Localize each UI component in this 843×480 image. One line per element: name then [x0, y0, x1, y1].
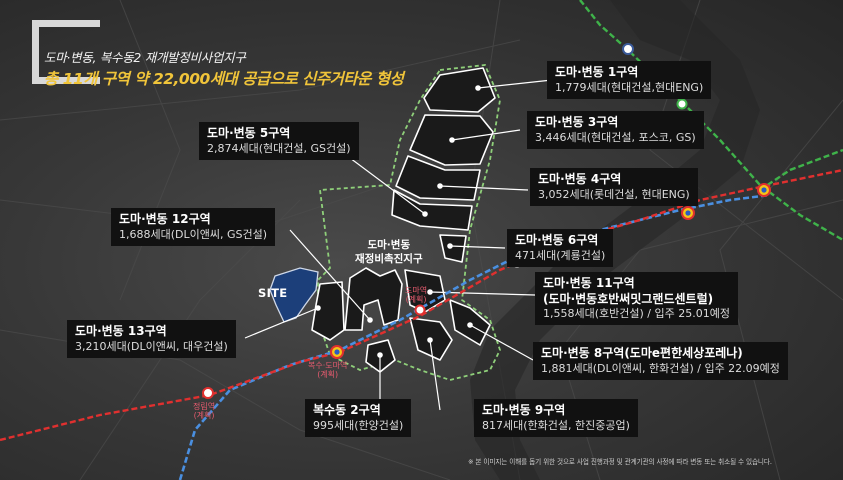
disclaimer: ※ 본 이미지는 이해를 돕기 위한 것으로 사업 진행과정 및 관계기관의 사…	[468, 458, 772, 466]
station-name: 복수·도마역	[308, 361, 348, 370]
station-label-bokdo: 복수·도마역 (계획)	[308, 361, 348, 380]
header-subtitle: 도마·변동, 복수동2 재개발정비사업지구	[44, 50, 246, 65]
district-box-8: 도마·변동 8구역(도마e편한세상포레나) 1,881세대(DL이앤씨, 한화건…	[533, 342, 788, 380]
district-detail: 1,779세대(현대건설,현대ENG)	[555, 80, 704, 94]
district-detail: 2,874세대(현대건설, GS건설)	[207, 141, 351, 155]
district-name: 도마·변동 6구역	[515, 233, 599, 247]
station-label-jeongnim: 정림역 (계획)	[193, 402, 216, 421]
district-box-6: 도마·변동 6구역 471세대(계룡건설)	[507, 229, 614, 267]
line-green-branch	[759, 148, 843, 191]
district-detail: 3,210세대(DL이앤씨, 대우건설)	[75, 339, 228, 353]
site-label: SITE	[258, 286, 288, 300]
site-area	[269, 267, 319, 323]
district-detail: 1,688세대(DL이앤씨, GS건설)	[119, 227, 268, 241]
district-shape-13	[311, 281, 345, 341]
district-detail: 1,881세대(DL이앤씨, 한화건설) / 입주 22.09예정	[541, 361, 780, 375]
station-markers	[202, 43, 771, 399]
station-marker-doma	[414, 304, 426, 316]
district-detail: 471세대(계룡건설)	[515, 248, 606, 262]
district-box-3: 도마·변동 3구역 3,446세대(현대건설, 포스코, GS)	[527, 111, 704, 149]
station-marker-jeongnim	[202, 387, 214, 399]
district-detail: 995세대(한양건설)	[313, 418, 404, 432]
station-sub: (계획)	[405, 294, 427, 304]
district-name: 도마·변동 1구역	[555, 65, 639, 79]
district-shape-4	[395, 155, 481, 201]
leader-lines	[244, 79, 553, 411]
line-red-planned	[0, 168, 843, 442]
district-name-sub: (도마·변동호반써밋그랜드센트럴)	[543, 291, 714, 306]
station-marker-green-mid	[676, 98, 688, 110]
river	[470, 0, 760, 480]
district-box-12: 도마·변동 12구역 1,688세대(DL이앤씨, GS건설)	[111, 208, 276, 246]
district-box-4: 도마·변동 4구역 3,052세대(롯데건설, 현대ENG)	[530, 168, 698, 206]
station-label-doma: 도마역 (계획)	[405, 286, 428, 305]
district-detail: 1,558세대(호반건설) / 입주 25.01예정	[543, 307, 730, 321]
district-name: 도마·변동 12구역	[119, 212, 211, 226]
district-name: 도마·변동 13구역	[75, 324, 167, 338]
district-detail: 3,446세대(현대건설, 포스코, GS)	[535, 130, 696, 144]
district-name: 도마·변동 3구역	[535, 115, 619, 129]
header-title: 총 11개 구역 약 22,000세대 공급으로 신주거타운 형성	[44, 70, 404, 88]
promo-zone-label: 도마·변동 재정비촉진지구	[355, 238, 423, 266]
station-sub: (계획)	[193, 410, 215, 420]
district-shape-1	[423, 67, 496, 113]
district-name: 도마·변동 5구역	[207, 126, 291, 140]
district-box-11: 도마·변동 11구역 (도마·변동호반써밋그랜드센트럴) 1,558세대(호반건…	[535, 272, 738, 326]
header-bracket	[32, 20, 100, 84]
district-box-13: 도마·변동 13구역 3,210세대(DL이앤씨, 대우건설)	[67, 320, 236, 358]
line-blue-planned	[178, 193, 771, 480]
district-shape-12	[344, 267, 403, 331]
station-name: 도마역	[405, 286, 428, 295]
line-green	[579, 0, 843, 242]
promo-zone-line1: 도마·변동	[367, 239, 411, 251]
district-name: 도마·변동 8구역(도마e편한세상포레나)	[541, 346, 743, 360]
district-box-9: 도마·변동 9구역 817세대(한화건설, 한진중공업)	[474, 399, 638, 437]
promo-zone-line2: 재정비촉진지구	[355, 253, 423, 266]
station-name: 정림역	[193, 402, 216, 411]
promo-zone-boundary	[317, 64, 501, 381]
district-shape-6	[439, 234, 467, 263]
district-box-b2: 복수동 2구역 995세대(한양건설)	[305, 399, 412, 437]
district-detail: 3,052세대(롯데건설, 현대ENG)	[538, 187, 690, 201]
district-name: 복수동 2구역	[313, 403, 381, 417]
district-name: 도마·변동 9구역	[482, 403, 566, 417]
station-sub: (계획)	[317, 369, 339, 379]
district-name: 도마·변동 11구역	[543, 276, 635, 290]
district-detail: 817세대(한화건설, 한진중공업)	[482, 418, 630, 432]
district-shape-11	[404, 269, 446, 313]
district-name: 도마·변동 4구역	[538, 172, 622, 186]
district-box-5: 도마·변동 5구역 2,874세대(현대건설, GS건설)	[199, 122, 359, 160]
district-shape-5	[391, 189, 473, 231]
district-box-1: 도마·변동 1구역 1,779세대(현대건설,현대ENG)	[547, 61, 712, 99]
station-marker-green-top	[622, 43, 634, 55]
